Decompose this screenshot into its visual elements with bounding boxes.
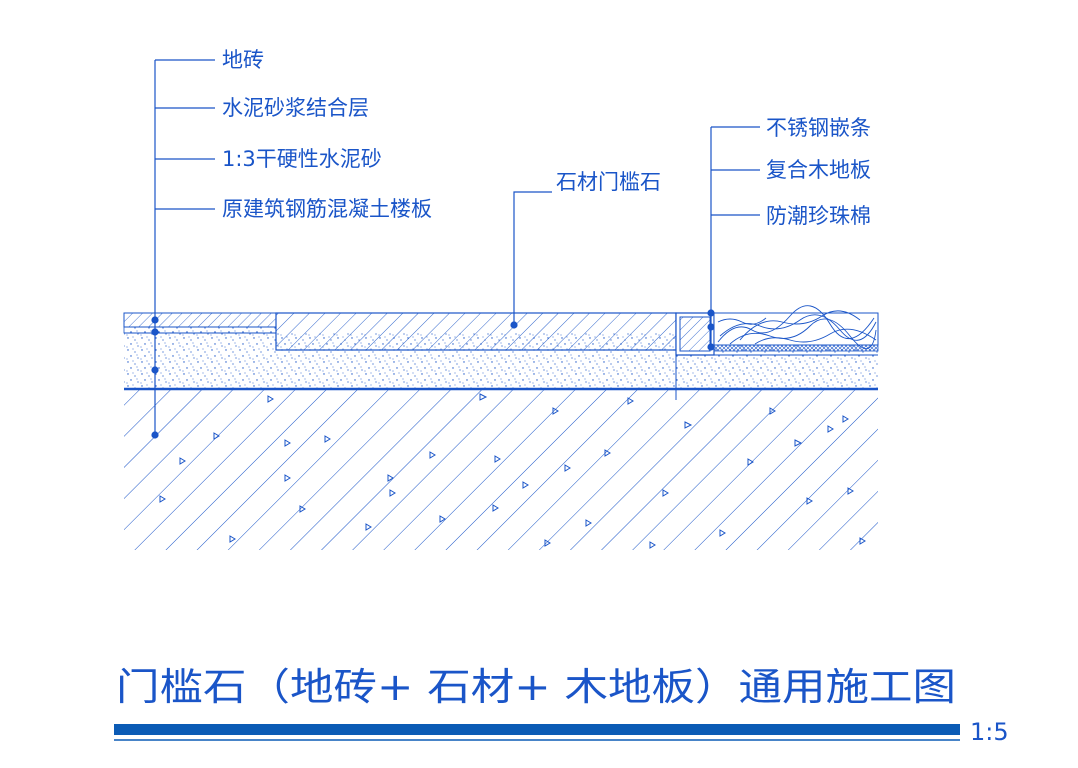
leader-lines	[151, 59, 760, 439]
drawing-title: 门槛石（地砖+ 石材+ 木地板）通用施工图	[116, 665, 956, 709]
mortar-bond-layer	[123, 326, 277, 334]
floor-tile-layer	[123, 312, 277, 328]
label-floor-tile: 地砖	[222, 48, 264, 72]
floor-section	[123, 305, 879, 550]
label-concrete-slab: 原建筑钢筋混凝土楼板	[222, 197, 432, 221]
label-pearl-cotton: 防潮珍珠棉	[766, 204, 871, 228]
pearl-cotton-layer	[713, 344, 879, 352]
label-threshold-stone: 石材门槛石	[556, 170, 661, 194]
scale-label: 1:5	[970, 718, 1009, 746]
concrete-slab-layer	[124, 390, 878, 550]
label-steel-strip: 不锈钢嵌条	[766, 116, 871, 140]
label-cement-mortar-bond: 水泥砂浆结合层	[222, 96, 369, 120]
label-dry-hard-cement-sand: 1:3干硬性水泥砂	[222, 147, 382, 171]
aggregate-marks	[159, 393, 866, 549]
threshold-stone-layer	[275, 312, 677, 351]
label-laminate-floor: 复合木地板	[766, 158, 871, 182]
title-bar	[114, 724, 960, 735]
